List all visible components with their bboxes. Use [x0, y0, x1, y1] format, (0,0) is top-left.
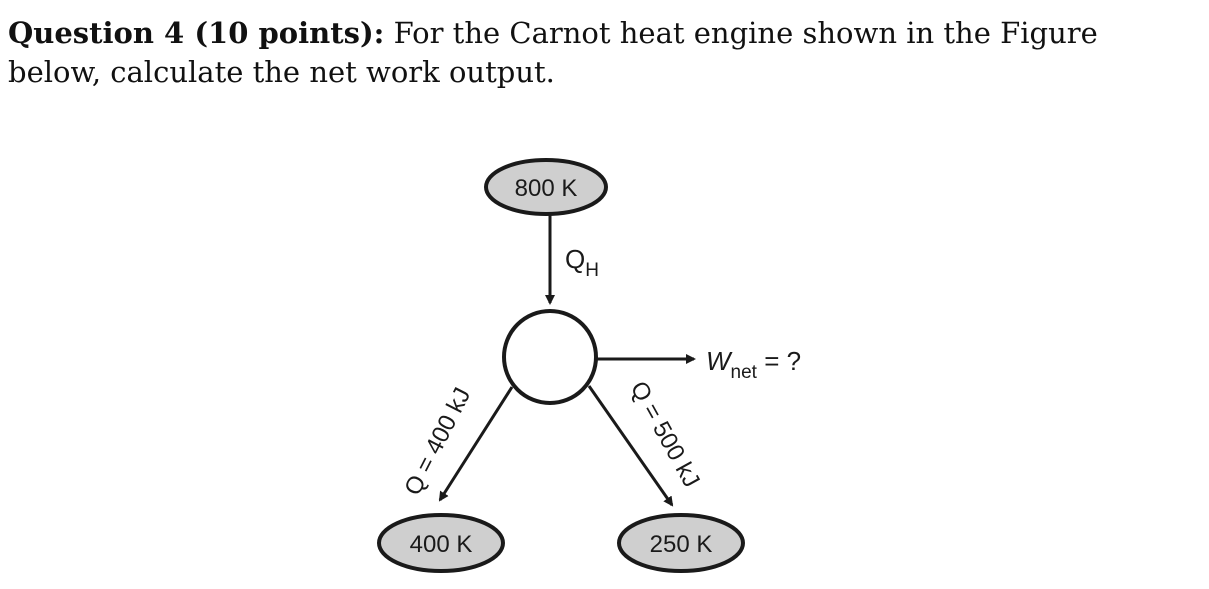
cold-reservoir-right-label: 250 K: [650, 531, 713, 558]
hot-reservoir: 800 K: [484, 158, 608, 216]
question-body: For the Carnot heat engine shown in the …: [8, 16, 1098, 89]
work-output-label: Wnet = ?: [706, 346, 801, 383]
heat-out-right-label: Q = 500 kJ: [625, 377, 705, 492]
heat-in-symbol: Q: [565, 244, 585, 274]
work-subscript: net: [731, 362, 758, 383]
hot-reservoir-label: 800 K: [515, 175, 578, 202]
heat-in-subscript: H: [585, 260, 599, 281]
question-text: Question 4 (10 points): For the Carnot h…: [8, 14, 1198, 92]
heat-engine-circle: [502, 309, 598, 405]
work-value: = ?: [757, 346, 801, 376]
question-label: Question 4 (10 points):: [8, 16, 385, 50]
heat-out-right-arrow: [587, 385, 674, 507]
cold-reservoir-right: 250 K: [617, 513, 745, 573]
heat-out-left-label: Q = 400 kJ: [399, 383, 476, 499]
cold-reservoir-left-label: 400 K: [410, 531, 473, 558]
work-symbol: W: [706, 346, 733, 376]
heat-out-left-arrow: [438, 386, 514, 502]
heat-in-label: QH: [565, 244, 599, 281]
cold-reservoir-left: 400 K: [377, 513, 505, 573]
